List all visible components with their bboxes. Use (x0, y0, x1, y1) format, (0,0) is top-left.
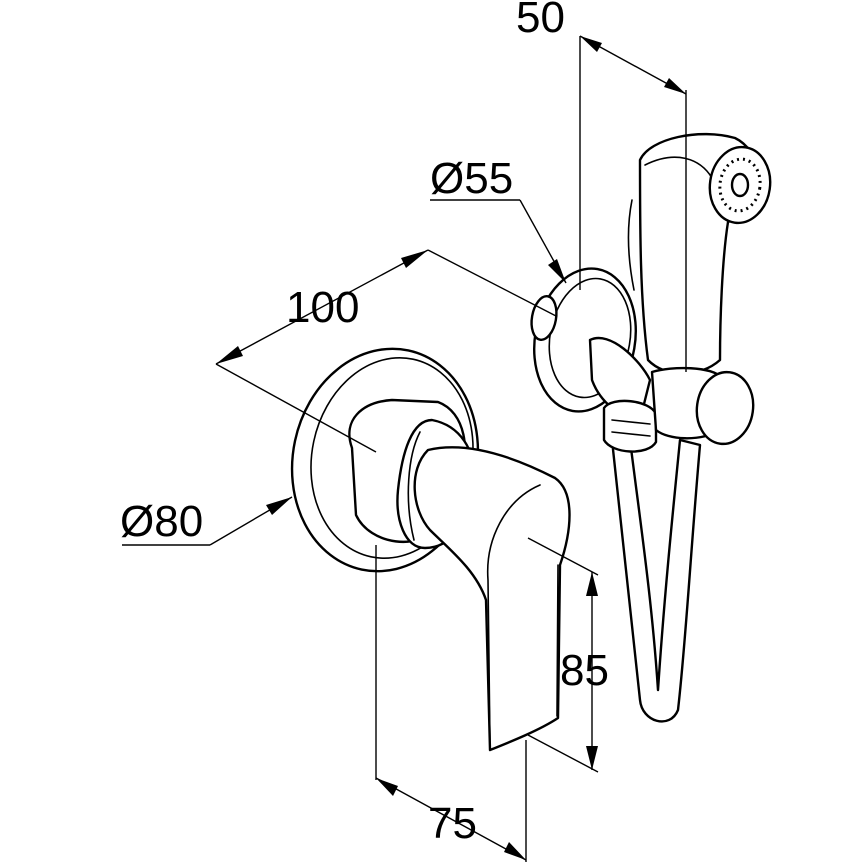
spray-connector (588, 336, 652, 422)
dimension-holder-offset: 50 (516, 0, 687, 372)
dim-label-lever-projection: 75 (428, 799, 477, 848)
hand-shower-side (627, 199, 635, 291)
dimension-mixer-depth: 100 (215, 249, 557, 453)
mixer-lever-highlight (486, 484, 541, 746)
hose-nut (602, 399, 658, 453)
dim-label-mixer-depth: 100 (286, 283, 359, 332)
dimension-lever-projection: 75 (375, 545, 527, 862)
dimension-lever-height: 85 (527, 537, 609, 773)
hand-shower-seam (644, 156, 713, 179)
mixer-lever-face (556, 564, 559, 717)
dim-label-holder-offset: 50 (516, 0, 565, 42)
spray-hose (610, 438, 702, 723)
spray-face-ring (718, 157, 762, 213)
dim-label-mixer-flange: Ø80 (120, 497, 203, 546)
spray-holder-assembly (530, 132, 772, 723)
dimension-mixer-flange: Ø80 (120, 496, 293, 546)
mixer-valve (290, 347, 571, 752)
dim-label-spray-flange: Ø55 (430, 154, 513, 203)
dim-label-lever-height: 85 (560, 646, 609, 695)
dimension-spray-flange: Ø55 (430, 154, 567, 284)
mixer-collar-edge (407, 431, 421, 541)
hose-nut-detail (611, 419, 651, 437)
mixer-lever (413, 446, 571, 752)
holder-knob (695, 370, 755, 446)
spray-face-center (730, 172, 750, 198)
